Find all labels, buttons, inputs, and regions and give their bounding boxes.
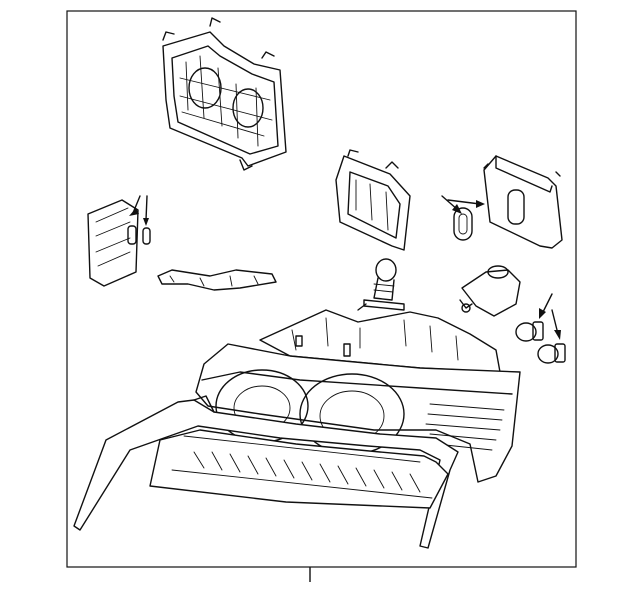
- control-unit-icon[interactable]: [87, 199, 151, 287]
- halogen-bulb-icon[interactable]: [357, 258, 405, 311]
- back-cover-icon[interactable]: [162, 17, 287, 171]
- headlamp-icon[interactable]: [73, 309, 521, 549]
- actuator-icon[interactable]: [459, 265, 521, 317]
- gasket-icon[interactable]: [453, 207, 473, 241]
- pointer-arrow-icon: [539, 293, 561, 340]
- diagram-frame: [66, 10, 577, 568]
- pointer-arrow-icon: [129, 195, 149, 226]
- pointer-arrow-icon: [441, 195, 485, 214]
- side-bulb-icon[interactable]: [515, 321, 544, 342]
- side-bulb-icon[interactable]: [537, 343, 566, 364]
- bracket-icon[interactable]: [335, 149, 411, 251]
- mounting-strip-icon[interactable]: [157, 269, 277, 291]
- ballast-module-icon[interactable]: [483, 155, 563, 249]
